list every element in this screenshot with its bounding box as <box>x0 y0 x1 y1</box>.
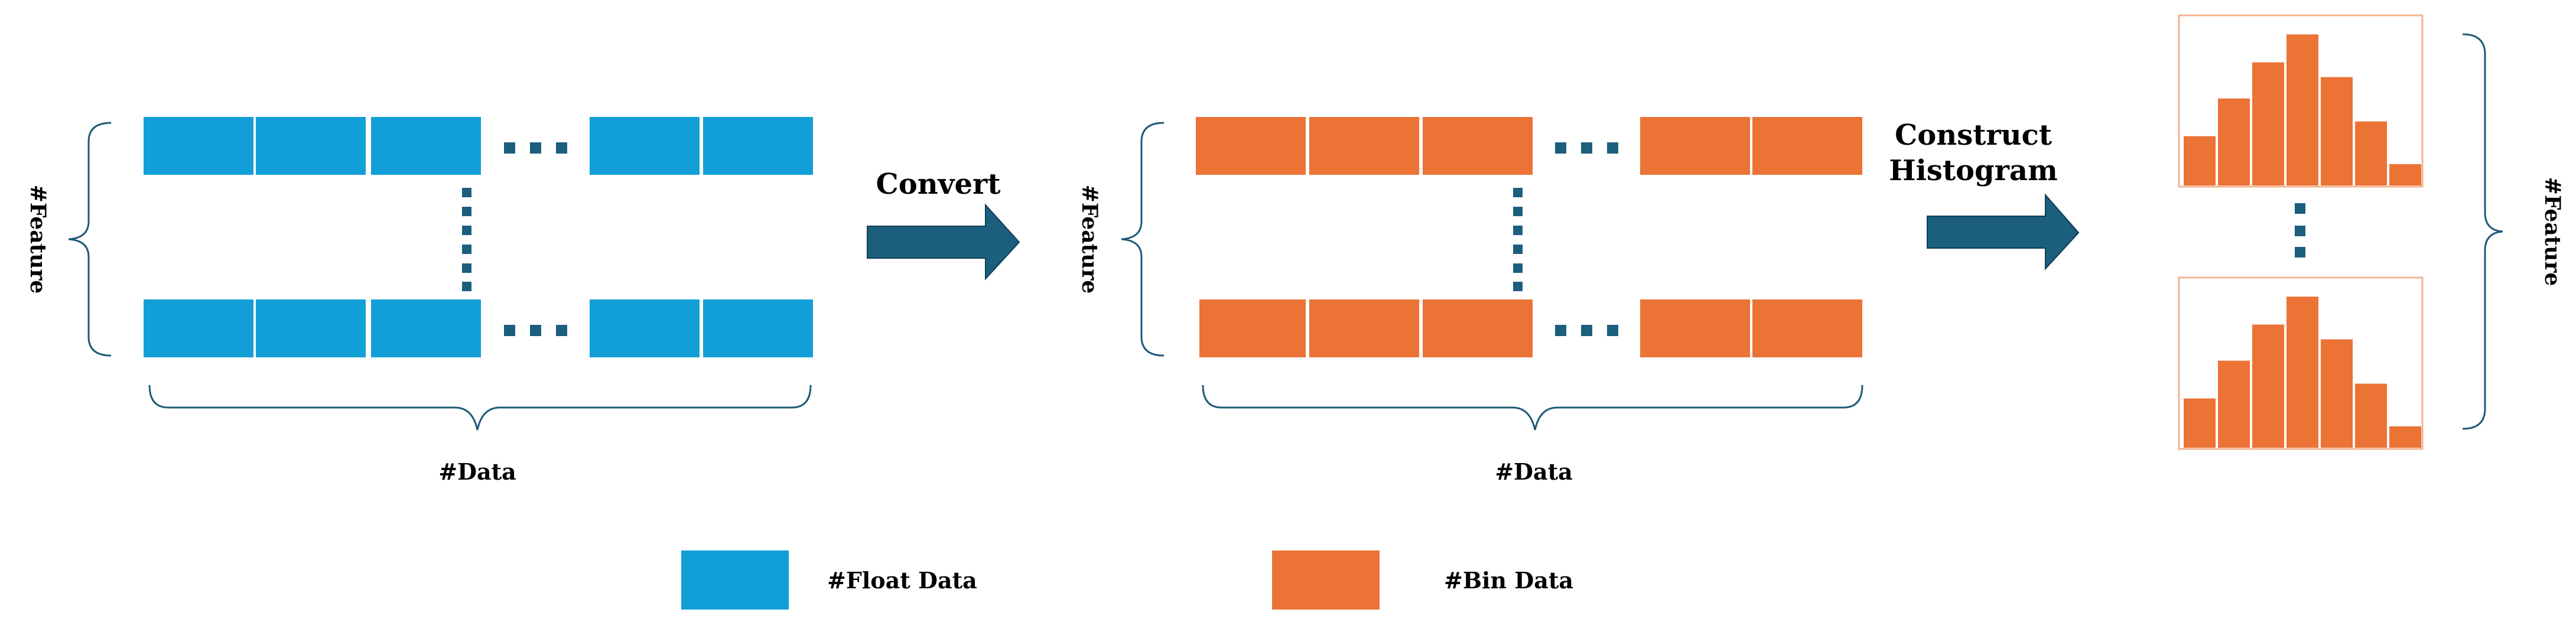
bin-row-bottom <box>1199 299 1862 357</box>
histogram-bar <box>2321 339 2353 448</box>
float-cell <box>144 117 253 175</box>
feature-label-left: #Feature <box>25 185 50 294</box>
bin-cell <box>1640 117 1750 175</box>
histogram-bar <box>2218 360 2250 448</box>
ellipsis-vertical <box>2295 203 2305 258</box>
data-label-left: #Data <box>438 458 516 485</box>
feature-brace-middle <box>1121 122 1165 357</box>
histogram-bar <box>2252 324 2284 448</box>
float-data-matrix: #Feature #Data <box>25 117 813 485</box>
histogram-bar <box>2355 383 2387 448</box>
float-cell <box>371 299 481 357</box>
feature-label-middle: #Feature <box>1077 185 1102 294</box>
histogram-bar <box>2286 297 2318 448</box>
bin-cell <box>1423 117 1533 175</box>
feature-brace-right <box>2462 33 2503 430</box>
float-row-bottom <box>144 299 813 357</box>
ellipsis-horizontal-top <box>1555 142 1618 154</box>
float-cell <box>703 117 813 175</box>
bin-cell <box>1752 117 1862 175</box>
bin-cell <box>1309 299 1419 357</box>
bin-data-matrix: #Feature #Data <box>1077 117 1863 485</box>
ellipsis-horizontal-top <box>504 142 567 154</box>
histogram-bar <box>2252 62 2284 185</box>
float-cell <box>144 299 253 357</box>
histogram-bar <box>2389 164 2421 185</box>
construct-histogram-step: Construct Histogram <box>1889 119 2080 271</box>
construct-label-line1: Construct <box>1895 119 2052 152</box>
feature-label-right: #Feature <box>2540 177 2565 286</box>
data-brace-middle <box>1202 385 1863 431</box>
float-row-top <box>144 117 813 175</box>
histograms: #Feature <box>2178 14 2565 450</box>
construct-label-line2: Histogram <box>1889 154 2058 187</box>
legend-float-swatch <box>681 550 789 610</box>
histogram-top <box>2184 34 2421 185</box>
legend-float-label: #Float Data <box>827 567 977 594</box>
histogram-bottom <box>2184 297 2421 448</box>
histogram-bar <box>2389 426 2421 448</box>
legend-bin-swatch <box>1272 550 1380 610</box>
feature-brace-left <box>68 122 112 357</box>
histogram-bar <box>2184 136 2216 185</box>
bin-cell <box>1199 299 1306 357</box>
data-label-middle: #Data <box>1495 458 1573 485</box>
float-cell <box>256 299 366 357</box>
ellipsis-horizontal-bottom <box>504 325 567 336</box>
histogram-bar <box>2218 98 2250 185</box>
float-cell <box>371 117 481 175</box>
ellipsis-horizontal-bottom <box>1555 325 1618 336</box>
legend: #Float Data #Bin Data <box>681 550 1573 610</box>
ellipsis-vertical <box>1513 188 1523 291</box>
histogram-bar <box>2286 34 2318 185</box>
bin-cell <box>1752 299 1862 357</box>
histogram-bar <box>2355 121 2387 185</box>
bin-cell <box>1423 299 1533 357</box>
convert-label: Convert <box>876 168 1000 201</box>
construct-arrow-icon <box>1927 193 2080 271</box>
float-cell <box>703 299 813 357</box>
convert-arrow-icon <box>867 203 1020 281</box>
legend-bin-label: #Bin Data <box>1444 567 1573 594</box>
ellipsis-vertical <box>462 188 471 291</box>
histogram-bar <box>2321 77 2353 185</box>
data-brace-left <box>148 385 812 431</box>
bin-row-top <box>1196 117 1862 175</box>
float-cell <box>590 117 700 175</box>
histogram-bar <box>2184 398 2216 448</box>
float-cell <box>590 299 700 357</box>
bin-cell <box>1196 117 1306 175</box>
bin-cell <box>1640 299 1750 357</box>
convert-step: Convert <box>867 168 1020 281</box>
bin-cell <box>1309 117 1419 175</box>
float-cell <box>256 117 366 175</box>
